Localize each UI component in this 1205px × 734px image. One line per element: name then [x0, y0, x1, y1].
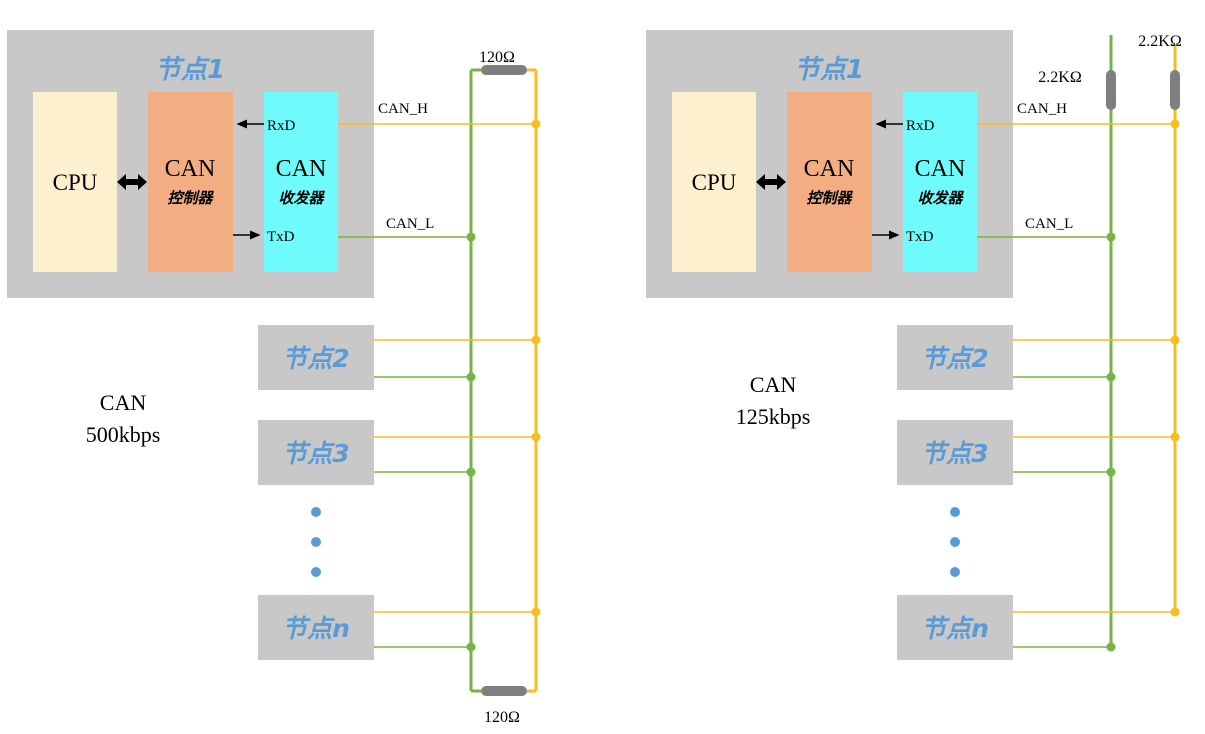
- right-noden-box: [897, 595, 1013, 660]
- right-bus-caption-line1: CAN: [750, 372, 797, 397]
- right-transceiver-label-2: 收发器: [917, 189, 964, 207]
- right-ellipsis-dots: [950, 507, 960, 577]
- left-transceiver-label-2: 收发器: [278, 189, 325, 207]
- right-controller-label-1: CAN: [804, 156, 855, 182]
- left-node2-label: 节点2: [282, 344, 349, 373]
- right-resistor-right-label: 2.2KΩ: [1138, 33, 1182, 50]
- right-noden-label: 节点n: [921, 614, 989, 643]
- right-node2-label: 节点2: [921, 344, 988, 373]
- right-transceiver-label-1: CAN: [915, 156, 966, 182]
- left-can-l-label: CAN_L: [386, 216, 434, 232]
- right-cpu-block: [672, 92, 756, 272]
- left-bottom-resistor-label: 120Ω: [484, 709, 520, 726]
- right-node1-title: 节点1: [794, 55, 864, 85]
- right-node2-box: [897, 325, 1013, 390]
- left-node2-box: [258, 325, 374, 390]
- left-node3-label: 节点3: [282, 439, 349, 468]
- left-transceiver-label-1: CAN: [276, 156, 327, 182]
- left-cpu-controller-double-arrow: [117, 174, 147, 190]
- left-diagram: 节点1 CPU CAN 控制器 CAN 收发器 RxD TxD CAN_H CA…: [7, 30, 541, 726]
- left-transceiver-block: [264, 92, 338, 272]
- right-can-l-label: CAN_L: [1025, 216, 1073, 232]
- right-controller-label-2: 控制器: [806, 189, 853, 207]
- left-top-resistor: [481, 65, 527, 75]
- right-resistor-left-label: 2.2KΩ: [1038, 69, 1082, 86]
- left-cpu-block: [33, 92, 117, 272]
- right-controller-block: [787, 92, 872, 272]
- left-can-h-label: CAN_H: [378, 101, 428, 117]
- left-top-resistor-label: 120Ω: [479, 49, 515, 66]
- right-resistor-right: [1170, 70, 1180, 110]
- right-bus-caption-line2: 125kbps: [736, 404, 811, 429]
- left-bottom-resistor: [481, 686, 527, 696]
- right-resistor-left: [1106, 70, 1116, 110]
- right-diagram: 节点1 CPU CAN 控制器 CAN 收发器 RxD TxD 2.2KΩ 2.…: [646, 30, 1182, 660]
- right-rxd-label: RxD: [906, 118, 935, 134]
- left-noden-label: 节点n: [282, 614, 350, 643]
- left-controller-block: [148, 92, 233, 272]
- left-bus-caption-line1: CAN: [100, 390, 147, 415]
- right-can-h-label: CAN_H: [1017, 101, 1067, 117]
- left-noden-box: [258, 595, 374, 660]
- left-cpu-label: CPU: [53, 170, 98, 195]
- left-node3-box: [258, 420, 374, 485]
- left-bus-caption-line2: 500kbps: [86, 422, 161, 447]
- left-controller-label-1: CAN: [165, 156, 216, 182]
- right-node3-box: [897, 420, 1013, 485]
- right-node3-label: 节点3: [921, 439, 988, 468]
- right-cpu-controller-double-arrow: [756, 174, 786, 190]
- right-cpu-label: CPU: [692, 170, 737, 195]
- left-controller-label-2: 控制器: [167, 189, 214, 207]
- left-rxd-label: RxD: [267, 118, 296, 134]
- left-node1-title: 节点1: [155, 55, 225, 85]
- left-ellipsis-dots: [311, 507, 321, 577]
- right-txd-label: TxD: [906, 229, 934, 245]
- right-transceiver-block: [903, 92, 977, 272]
- left-txd-label: TxD: [267, 229, 295, 245]
